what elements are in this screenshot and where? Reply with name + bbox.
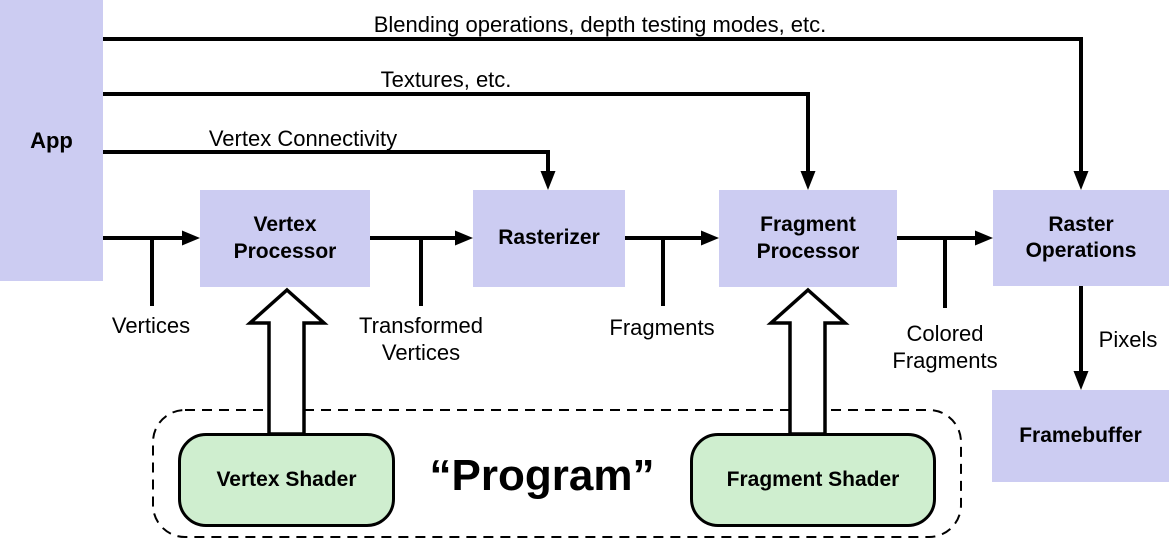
program-group-outline	[152, 409, 962, 538]
arrowhead-pixels	[1073, 371, 1089, 390]
edge-textures-line	[103, 92, 810, 171]
arrowhead-to-raster-operations	[975, 230, 993, 246]
node-framebuffer: Framebuffer	[992, 390, 1169, 482]
edge-blending-line	[103, 37, 1083, 171]
node-app: App	[0, 0, 103, 281]
node-raster-operations: Raster Operations	[993, 190, 1169, 286]
node-vertex-processor-label: Vertex Processor	[233, 213, 337, 263]
arrowhead-vertex-connectivity	[540, 171, 556, 190]
arrowhead-textures	[800, 171, 816, 190]
arrowhead-to-fragment-processor	[701, 230, 719, 246]
node-raster-operations-label: Raster Operations	[1025, 212, 1137, 262]
node-framebuffer-label: Framebuffer	[1019, 423, 1142, 447]
label-vertex-connectivity: Vertex Connectivity	[208, 126, 398, 151]
arrowhead-to-rasterizer	[455, 230, 473, 246]
block-arrow-vertex-shader-to-processor	[245, 287, 329, 436]
node-vertex-processor: Vertex Processor	[200, 190, 370, 287]
node-rasterizer: Rasterizer	[473, 190, 625, 287]
arrowhead-to-vertex-processor	[182, 230, 200, 246]
label-transformed-vertices: Transformed Vertices	[359, 313, 483, 365]
arrowhead-blending	[1073, 171, 1089, 190]
label-fragments: Fragments	[609, 315, 715, 340]
label-blending: Blending operations, depth testing modes…	[373, 12, 827, 37]
edge-vertex-connectivity-line	[103, 150, 550, 171]
node-vertex-shader-label: Vertex Shader	[216, 468, 357, 491]
label-program: “Program”	[429, 451, 655, 500]
label-colored-fragments: Colored Fragments	[892, 321, 998, 373]
node-fragment-shader-label: Fragment Shader	[726, 468, 900, 491]
node-vertex-shader: Vertex Shader	[178, 433, 395, 527]
node-fragment-processor: Fragment Processor	[719, 190, 897, 287]
label-pixels: Pixels	[1098, 327, 1158, 352]
node-rasterizer-label: Rasterizer	[498, 226, 600, 250]
block-arrow-fragment-shader-to-processor	[766, 287, 850, 436]
node-fragment-processor-label: Fragment Processor	[756, 213, 860, 263]
node-app-label: App	[30, 127, 73, 153]
node-fragment-shader: Fragment Shader	[690, 433, 936, 527]
label-vertices: Vertices	[111, 313, 191, 338]
label-textures: Textures, etc.	[380, 67, 512, 92]
